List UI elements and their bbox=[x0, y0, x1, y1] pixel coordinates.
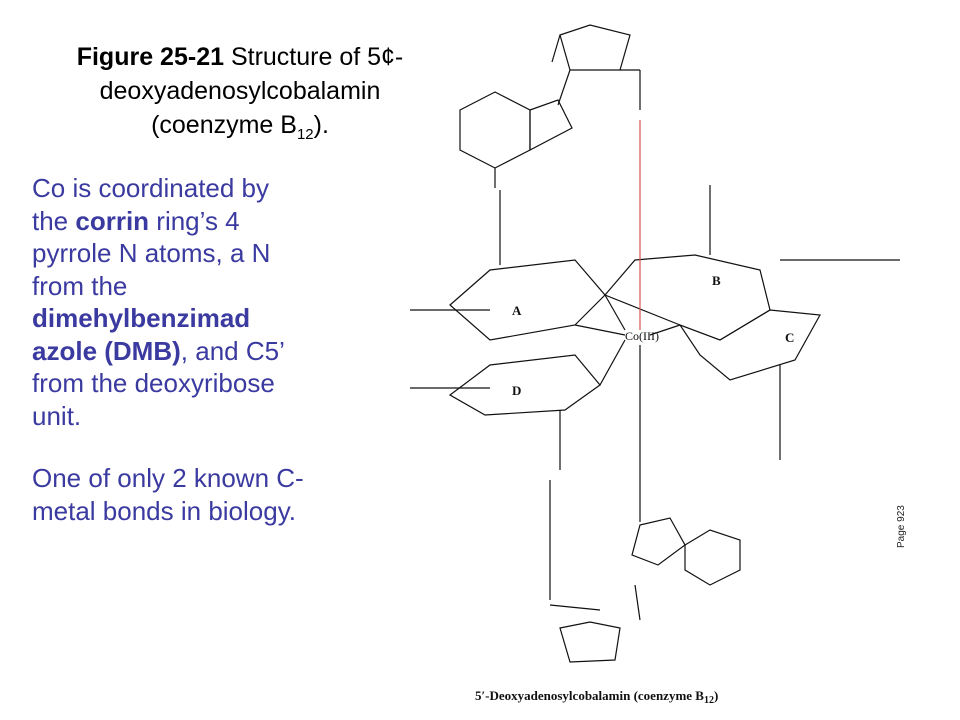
structure-caption-text: 5′-Deoxyadenosylcobalamin (coenzyme B bbox=[475, 688, 704, 703]
coordination-text-run: corrin bbox=[75, 205, 150, 236]
ring-label-b: B bbox=[712, 273, 721, 288]
figure-label: Figure 25-21 bbox=[76, 43, 224, 71]
title-subscript: 12 bbox=[296, 126, 314, 143]
coordination-paragraph: Co is coordinated by the corrin ring’s 4… bbox=[32, 172, 312, 432]
structure-caption-suffix: ) bbox=[714, 688, 718, 703]
structure-caption: 5′-Deoxyadenosylcobalamin (coenzyme B12) bbox=[475, 688, 718, 706]
ring-label-a: A bbox=[512, 303, 522, 318]
structure-caption-sub: 12 bbox=[704, 695, 714, 706]
ring-label-c: C bbox=[785, 330, 794, 345]
title-line2: deoxyadenosylcobalamin bbox=[99, 77, 381, 105]
explanation-text: Co is coordinated by the corrin ring’s 4… bbox=[32, 172, 312, 527]
title-line1: Structure of 5¢- bbox=[230, 43, 404, 71]
title-line3-suffix: ). bbox=[313, 111, 329, 139]
title-line3: (coenzyme B bbox=[151, 111, 297, 139]
cobalt-label: Co(III) bbox=[625, 329, 659, 343]
coordination-text-run: dimehylbenzimad azole (DMB) bbox=[32, 303, 251, 366]
cobalamin-structure-diagram: Co(III) A B C D 5′-Deoxyadenosylcobalami… bbox=[410, 24, 900, 706]
coordination-text-run: ring’s 4 pyrrole N atoms, a N from the bbox=[32, 205, 271, 301]
c-metal-bond-paragraph: One of only 2 known C-metal bonds in bio… bbox=[32, 463, 304, 526]
ring-label-d: D bbox=[512, 383, 521, 398]
figure-title: Figure 25-21 Structure of 5¢- deoxyadeno… bbox=[20, 40, 460, 152]
coordination-text-run: , and C5’ from the deoxyribose unit. bbox=[32, 335, 284, 431]
coordination-text-run: Co is coordinated by the bbox=[32, 173, 270, 236]
